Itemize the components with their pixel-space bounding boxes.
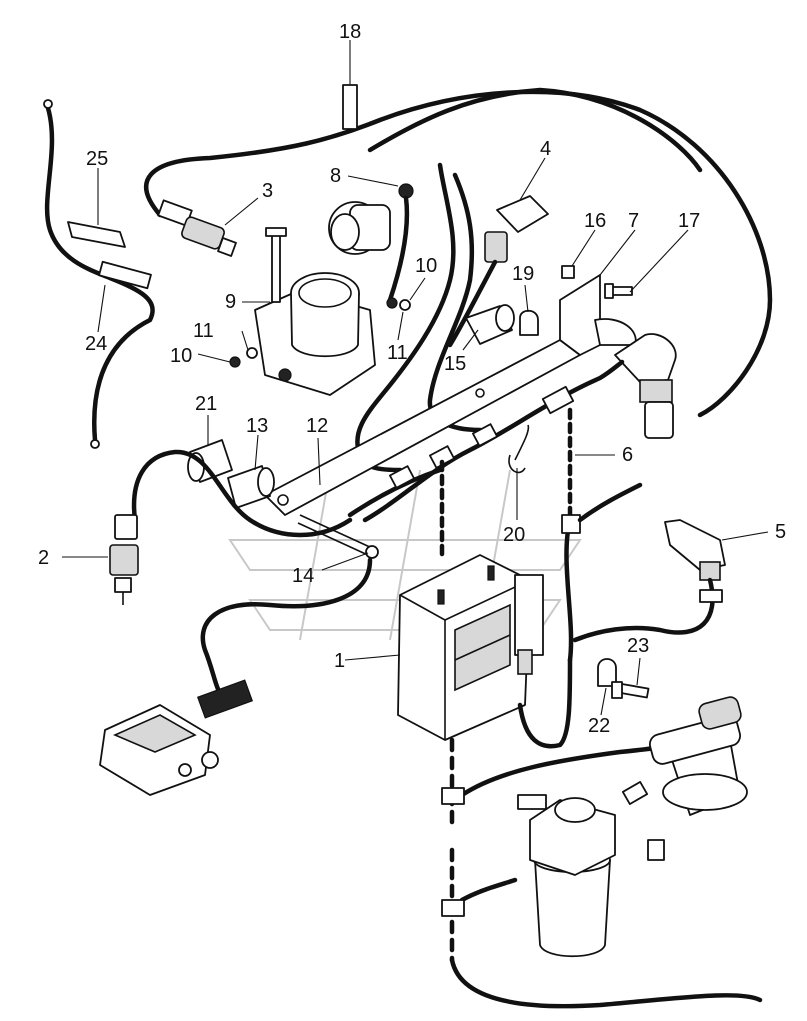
ring-terminal-icon: [90, 439, 100, 449]
injection-pump: [99, 679, 254, 796]
harness-junction: [388, 465, 416, 489]
part-23-bolt: [611, 681, 650, 699]
callout-11-left: 11: [193, 320, 214, 342]
harness-junction: [441, 787, 465, 805]
callout-8: 8: [330, 165, 341, 187]
part-25-bracket: [67, 221, 126, 248]
leader-lines: [62, 40, 769, 716]
callout-7: 7: [628, 210, 639, 232]
part-20-cable-tie: [508, 424, 530, 474]
ring-terminal-icon: [43, 99, 53, 109]
part-3-pressure-sensor: [157, 199, 237, 257]
left-harness-to-2: [131, 449, 353, 538]
part-2-temperature-sensor: [109, 514, 139, 605]
part-9-housing: [254, 227, 376, 396]
part-15-bushing: [465, 304, 515, 345]
filter-connector: [647, 839, 665, 861]
callout-25: 25: [86, 148, 108, 170]
callout-17: 17: [678, 210, 700, 232]
part-16-clip: [561, 265, 575, 279]
harness-junction: [541, 385, 575, 415]
part-11-washer-right: [399, 299, 411, 311]
callout-20: 20: [503, 524, 525, 546]
elbow-connector: [614, 333, 677, 439]
part-10-nut-left: [229, 356, 241, 368]
ecu-to-filter-wire: [517, 657, 573, 749]
callout-23: 23: [627, 635, 649, 657]
sensor-4-wire: [447, 259, 498, 348]
callout-24: 24: [85, 333, 107, 355]
ecu-right-wire: [564, 517, 574, 663]
part-1-ecu: [397, 554, 544, 741]
main-harness-trunk: [362, 359, 625, 523]
callout-15: 15: [444, 353, 466, 375]
filter-bottom-wire: [449, 957, 763, 1009]
fuel-filter-left: [517, 794, 616, 958]
callout-10-left: 10: [170, 345, 192, 367]
callout-10-right: 10: [415, 255, 437, 277]
part-8-relay-solenoid: [328, 183, 414, 255]
part-5-speed-sensor: [664, 519, 726, 581]
fuel-filter-right: [648, 696, 748, 816]
part-14-bolt-rod: [297, 514, 379, 559]
part-6-junction: [561, 514, 581, 534]
harness-junction: [441, 899, 465, 917]
part-24-inline-fuse: [98, 260, 152, 290]
filter-connector: [621, 781, 649, 805]
part-13-bushing: [227, 465, 275, 509]
part-4-sensor: [484, 195, 549, 263]
callout-18: 18: [339, 21, 361, 43]
part-21-bushing: [187, 439, 233, 483]
top-wire-branch: [367, 87, 703, 173]
callout-3: 3: [262, 180, 273, 202]
part-19-clip: [519, 309, 539, 336]
callout-2: 2: [38, 547, 49, 569]
callout-19: 19: [512, 263, 534, 285]
lower-left-harness: [200, 557, 373, 703]
part-18-strap: [342, 84, 358, 130]
harness-junction: [471, 423, 499, 447]
callout-22: 22: [588, 715, 610, 737]
callout-21: 21: [195, 393, 217, 415]
part-10-nut-right: [386, 297, 398, 309]
solenoid-wire: [387, 195, 410, 303]
sensor-5-connector: [699, 589, 723, 603]
part-7-mounting-rail: [264, 274, 637, 516]
part-11-washer-left: [246, 347, 258, 359]
callout-14: 14: [292, 565, 314, 587]
callout-4: 4: [540, 138, 551, 160]
callout-5: 5: [775, 521, 786, 543]
callout-13: 13: [246, 415, 268, 437]
callout-1: 1: [334, 650, 345, 672]
main-harness-lower: [347, 467, 443, 518]
branch-to-5: [577, 482, 643, 523]
filter-branch: [459, 877, 518, 903]
sensor-5-wire: [572, 577, 715, 643]
part-17-bolt: [604, 283, 633, 299]
callout-12: 12: [306, 415, 328, 437]
callout-6: 6: [622, 444, 633, 466]
callout-11-right: 11: [387, 342, 408, 364]
harness-junction: [428, 445, 456, 469]
callout-16: 16: [584, 210, 606, 232]
callout-9: 9: [225, 291, 236, 313]
